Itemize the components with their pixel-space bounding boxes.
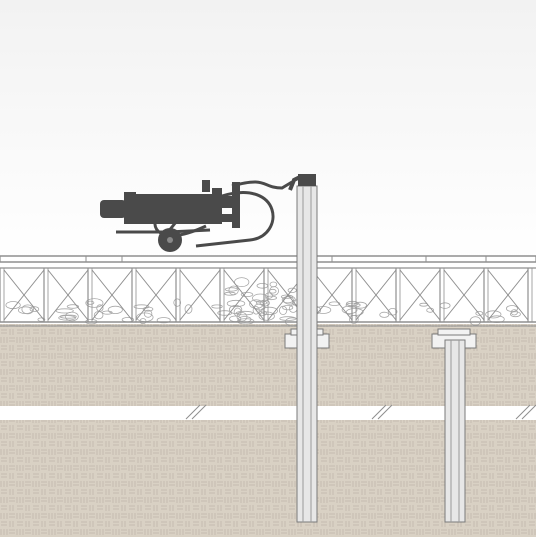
wheel-icon — [158, 228, 182, 252]
break-marks — [185, 404, 536, 420]
sky-background — [0, 0, 536, 262]
steel-pile-icon — [296, 185, 318, 523]
pile-driver-icon — [100, 174, 316, 248]
grating-deck-truss — [0, 255, 536, 327]
steel-pile-icon — [444, 339, 466, 523]
depth-break-band — [0, 406, 536, 420]
